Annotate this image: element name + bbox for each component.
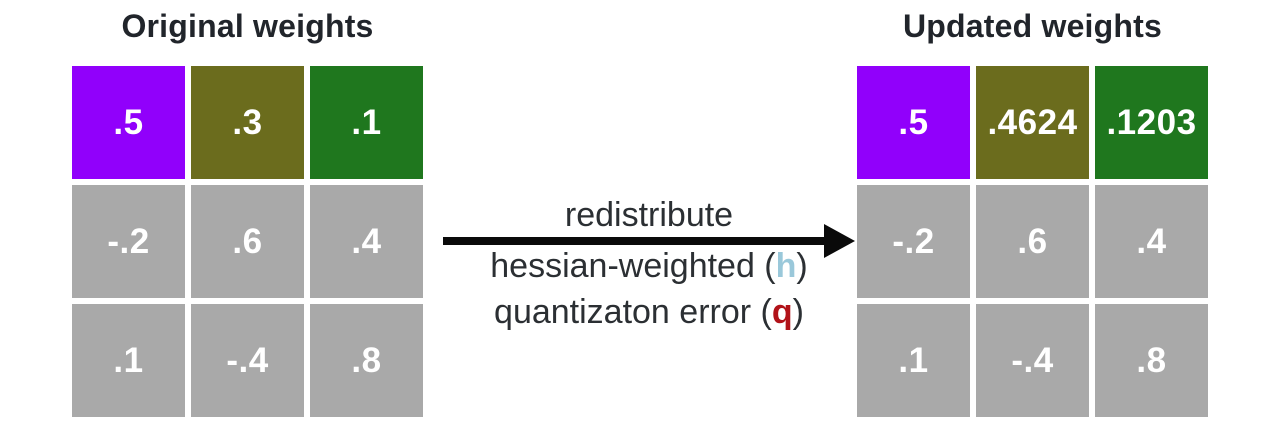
arrow-shaft: [443, 237, 831, 245]
matrix-cell: .1203: [1095, 66, 1208, 179]
hessian-weighted-label: hessian-weighted (h): [443, 247, 855, 285]
q-variable: q: [771, 293, 793, 331]
matrix-cell: .4: [1095, 185, 1208, 298]
matrix-cell: .5: [72, 66, 185, 179]
matrix-cell: -.2: [857, 185, 970, 298]
redistribute-label: redistribute: [564, 196, 734, 234]
original-weights-matrix: .5 .3 .1 -.2 .6 .4 .1 -.4 .8: [72, 66, 423, 417]
matrix-cell: .8: [310, 304, 423, 417]
matrix-cell: .1: [72, 304, 185, 417]
matrix-cell: .4624: [976, 66, 1089, 179]
arrow-head: [824, 224, 855, 258]
label-text: ): [796, 247, 808, 285]
updated-weights-title: Updated weights: [902, 8, 1162, 44]
matrix-cell: -.4: [191, 304, 304, 417]
matrix-cell: -.4: [976, 304, 1089, 417]
matrix-cell: .1: [857, 304, 970, 417]
label-text: ): [792, 293, 804, 331]
arrow-right-icon: [443, 224, 855, 258]
label-text: hessian-weighted (: [490, 247, 776, 285]
updated-weights-matrix: .5 .4624 .1203 -.2 .6 .4 .1 -.4 .8: [857, 66, 1208, 417]
matrix-cell: .8: [1095, 304, 1208, 417]
matrix-cell: .1: [310, 66, 423, 179]
matrix-cell: .6: [976, 185, 1089, 298]
matrix-cell: .4: [310, 185, 423, 298]
matrix-cell: -.2: [72, 185, 185, 298]
matrix-cell: .6: [191, 185, 304, 298]
quantization-error-label: quantizaton error (q): [443, 293, 855, 331]
original-weights-title: Original weights: [121, 8, 374, 44]
matrix-cell: .3: [191, 66, 304, 179]
label-text: quantizaton error (: [494, 293, 772, 331]
matrix-cell: .5: [857, 66, 970, 179]
h-variable: h: [775, 247, 797, 285]
